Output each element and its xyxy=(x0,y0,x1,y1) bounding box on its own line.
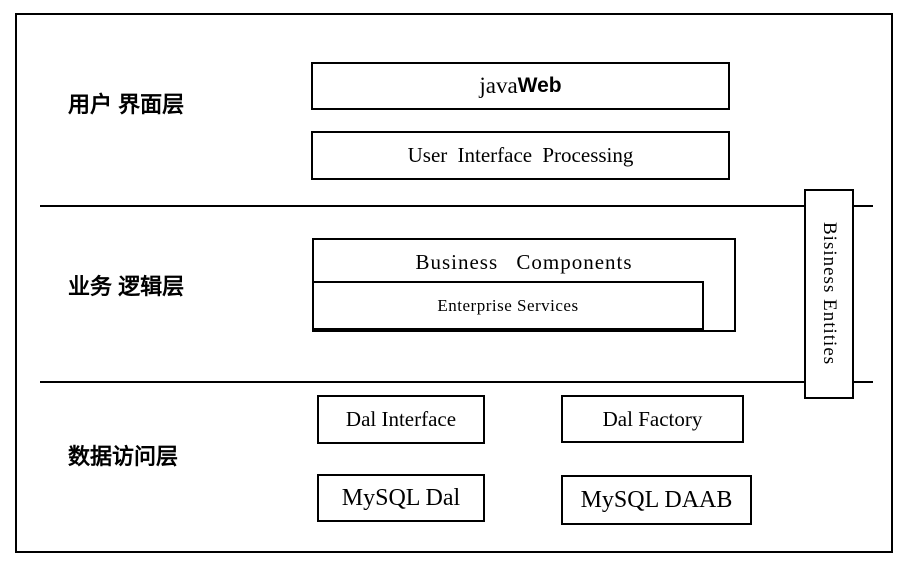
dal-factory-box: Dal Factory xyxy=(561,395,744,443)
business-components-label: Business Components xyxy=(415,250,633,274)
enterprise-services-box: Enterprise Services xyxy=(312,281,704,330)
layer-divider-bottom xyxy=(40,381,873,383)
dal-interface-box: Dal Interface xyxy=(317,395,485,444)
enterprise-services-label: Enterprise Services xyxy=(437,295,579,315)
layer-label-business-logic: 业务 逻辑层 xyxy=(68,274,185,299)
javaweb-label-web: Web xyxy=(517,74,562,97)
dal-factory-label: Dal Factory xyxy=(602,406,703,431)
mysql-dal-label: MySQL Dal xyxy=(341,484,461,511)
layer-label-data-access: 数据访问层 xyxy=(68,444,179,469)
business-entities-box: Bisiness Entities xyxy=(804,189,854,399)
business-entities-label: Bisiness Entities xyxy=(819,222,840,366)
layer-divider-top xyxy=(40,205,873,207)
javaweb-label-java: java xyxy=(479,73,518,98)
mysql-dal-box: MySQL Dal xyxy=(317,474,485,522)
mysql-daab-box: MySQL DAAB xyxy=(561,475,752,525)
user-interface-processing-label: User Interface Processing xyxy=(407,143,634,167)
user-interface-processing-box: User Interface Processing xyxy=(311,131,730,180)
mysql-daab-label: MySQL DAAB xyxy=(580,486,733,513)
layer-label-user-interface: 用户 界面层 xyxy=(68,92,185,117)
dal-interface-label: Dal Interface xyxy=(345,407,457,431)
